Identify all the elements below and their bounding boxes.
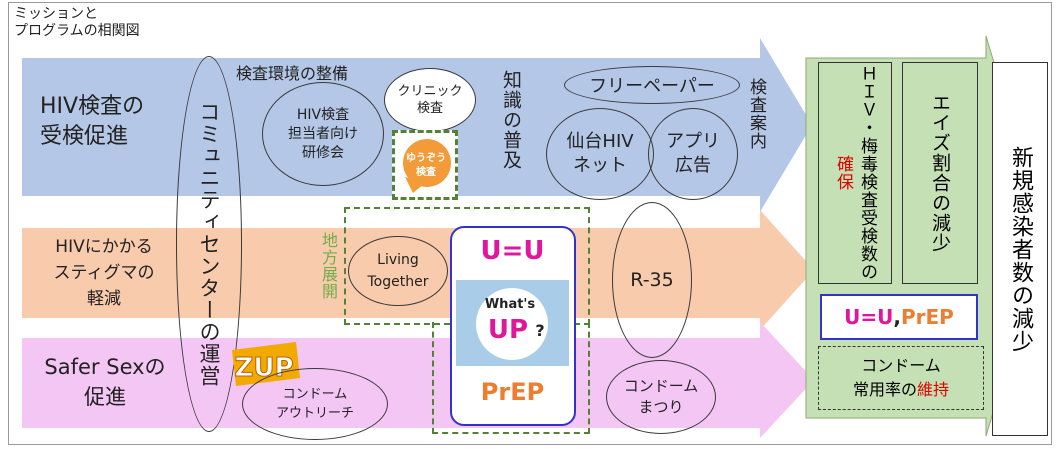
- diagram-title: ミッションと プログラムの相関図: [14, 6, 140, 39]
- yuuzou-logo: ゆうぞう 検査: [403, 139, 451, 193]
- regional-dashed-box-lower: [432, 322, 590, 434]
- prep-label: PrEP: [480, 378, 545, 406]
- svg-text:What's: What's: [485, 297, 536, 312]
- r35-ellipse: R-35: [612, 202, 692, 358]
- living-together-ellipse: Living Together: [348, 236, 448, 306]
- regional-label: 地方展開: [319, 232, 338, 300]
- svg-text:?: ?: [535, 321, 544, 340]
- env-label: 検査環境の整備: [236, 64, 349, 83]
- diagram-frame: [8, 2, 1052, 445]
- whatsup-logo: What's UP ?: [476, 288, 548, 360]
- row2-label: HIVにかかる スティグマの 軽減: [53, 237, 155, 309]
- outcome-condom-box: コンドーム 常用率の維持: [818, 346, 984, 410]
- whatsup-logo-bg: What's UP ?: [456, 280, 569, 366]
- community-center-ellipse: コミュニティセンターの運営: [176, 56, 242, 432]
- training-ellipse: HIV検査 担当者向け 研修会: [262, 82, 384, 186]
- uu-label: U=U: [480, 236, 545, 266]
- test-guide-label: 検査案内: [746, 78, 766, 150]
- condom-outreach-ellipse: コンドーム アウトリーチ: [242, 368, 388, 440]
- svg-text:検査: 検査: [416, 165, 437, 178]
- row1-label: HIV検査の 受検促進: [40, 94, 145, 149]
- row3-label: Safer Sexの 促進: [44, 355, 166, 409]
- sendai-net-ellipse: 仙台HIV ネット: [546, 108, 654, 200]
- condom-festival-ellipse: コンドーム まつり: [606, 360, 716, 434]
- outcome-aids-ratio-box: エイズ割合の減少: [902, 62, 978, 284]
- clinic-ellipse: クリニック 検査: [384, 68, 476, 132]
- uu-prep-box: U=U What's UP ? PrEP: [450, 226, 576, 426]
- outcome-uu-prep-box: U=U,PrEP: [820, 294, 978, 340]
- final-outcome-box: 新規感染者数の減少: [992, 62, 1048, 436]
- svg-text:ゆうぞう: ゆうぞう: [406, 152, 446, 164]
- svg-text:UP: UP: [488, 315, 528, 345]
- knowledge-label: 知識の普及: [500, 70, 522, 170]
- outcome-hiv-test-box: ＨＩＶ・梅毒検査受検数の確保: [818, 62, 892, 284]
- freepaper-ellipse: フリーペーパー: [564, 66, 740, 104]
- app-ads-ellipse: アプリ 広告: [648, 108, 738, 200]
- yuuzou-logo-box: ゆうぞう 検査: [392, 130, 458, 200]
